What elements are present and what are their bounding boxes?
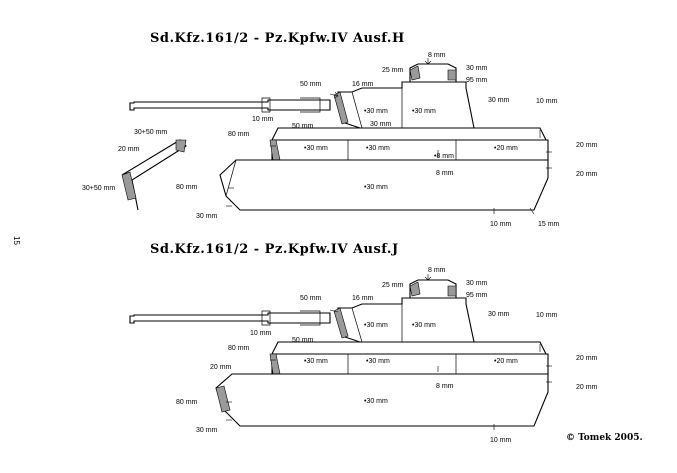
label: 15 mm bbox=[538, 221, 560, 228]
label: •30 mm bbox=[364, 184, 388, 191]
copyright-signature: © Tomek 2005. bbox=[566, 433, 643, 443]
label: 8 mm bbox=[436, 170, 454, 177]
label: 20 mm bbox=[118, 146, 140, 153]
gun-barrel bbox=[129, 97, 331, 113]
label: •30 mm bbox=[366, 145, 390, 152]
label: 30 mm bbox=[196, 427, 218, 434]
turret bbox=[333, 63, 475, 129]
label: •30 mm bbox=[304, 145, 328, 152]
measurement-arrows bbox=[226, 58, 552, 215]
gun-barrel bbox=[129, 310, 331, 326]
label: 50 mm bbox=[300, 81, 322, 88]
front-plate-detail bbox=[121, 139, 187, 211]
label: 30 mm bbox=[466, 280, 488, 287]
label: 30 mm bbox=[196, 213, 218, 220]
label: 8 mm bbox=[428, 267, 446, 274]
label: 20 mm bbox=[576, 355, 598, 362]
label: •30 mm bbox=[364, 108, 388, 115]
label: 16 mm bbox=[352, 81, 374, 88]
label: 30 mm bbox=[466, 65, 488, 72]
label: 25 mm bbox=[382, 67, 404, 74]
label: 20 mm bbox=[576, 171, 598, 178]
label: 8 mm bbox=[428, 52, 446, 59]
label: 30+50 mm bbox=[82, 185, 115, 192]
label: 80 mm bbox=[176, 399, 198, 406]
diagram-ausf-j: Sd.Kfz.161/2 - Pz.Kpfw.IV Ausf.J bbox=[129, 242, 643, 444]
label: 20 mm bbox=[576, 384, 598, 391]
label: 20 mm bbox=[576, 142, 598, 149]
label: 20 mm bbox=[210, 364, 232, 371]
label: 30 mm bbox=[370, 121, 392, 128]
superstructure bbox=[269, 127, 549, 161]
label: 50 mm bbox=[292, 123, 314, 130]
label: 10 mm bbox=[536, 312, 558, 319]
label: 50 mm bbox=[300, 295, 322, 302]
label: 30 mm bbox=[488, 97, 510, 104]
diagram-title: Sd.Kfz.161/2 - Pz.Kpfw.IV Ausf.J bbox=[150, 242, 399, 257]
label: •30 mm bbox=[412, 322, 436, 329]
label: 95 mm bbox=[466, 77, 488, 84]
label: 25 mm bbox=[382, 282, 404, 289]
label: 10 mm bbox=[252, 116, 274, 123]
armor-labels: 8 mm 25 mm 30 mm 95 mm 50 mm 16 mm •30 m… bbox=[176, 267, 598, 444]
label: 10 mm bbox=[536, 98, 558, 105]
page-number: 15 bbox=[12, 236, 21, 245]
label: 80 mm bbox=[176, 184, 198, 191]
label: •30 mm bbox=[364, 398, 388, 405]
lower-hull bbox=[215, 373, 549, 427]
turret bbox=[333, 279, 475, 343]
label: •30 mm bbox=[304, 358, 328, 365]
diagram-title: Sd.Kfz.161/2 - Pz.Kpfw.IV Ausf.H bbox=[150, 31, 405, 46]
label: 30+50 mm bbox=[134, 129, 167, 136]
lower-hull bbox=[219, 159, 549, 211]
label: 80 mm bbox=[228, 131, 250, 138]
label: •8 mm bbox=[434, 153, 454, 160]
label: 30 mm bbox=[488, 311, 510, 318]
diagram-ausf-h: Sd.Kfz.161/2 - Pz.Kpfw.IV Ausf.H bbox=[82, 31, 598, 228]
measurement-arrows bbox=[226, 274, 552, 430]
label: •30 mm bbox=[412, 108, 436, 115]
label: 50 mm bbox=[292, 337, 314, 344]
label: •30 mm bbox=[366, 358, 390, 365]
label: 16 mm bbox=[352, 295, 374, 302]
label: •20 mm bbox=[494, 358, 518, 365]
label: •30 mm bbox=[364, 322, 388, 329]
label: 10 mm bbox=[490, 221, 512, 228]
label: 8 mm bbox=[436, 383, 454, 390]
armor-labels: 8 mm 25 mm 30 mm 95 mm 50 mm 16 mm •30 m… bbox=[82, 52, 598, 228]
label: 10 mm bbox=[250, 330, 272, 337]
label: 80 mm bbox=[228, 345, 250, 352]
label: •20 mm bbox=[494, 145, 518, 152]
label: 10 mm bbox=[490, 437, 512, 444]
label: 95 mm bbox=[466, 292, 488, 299]
